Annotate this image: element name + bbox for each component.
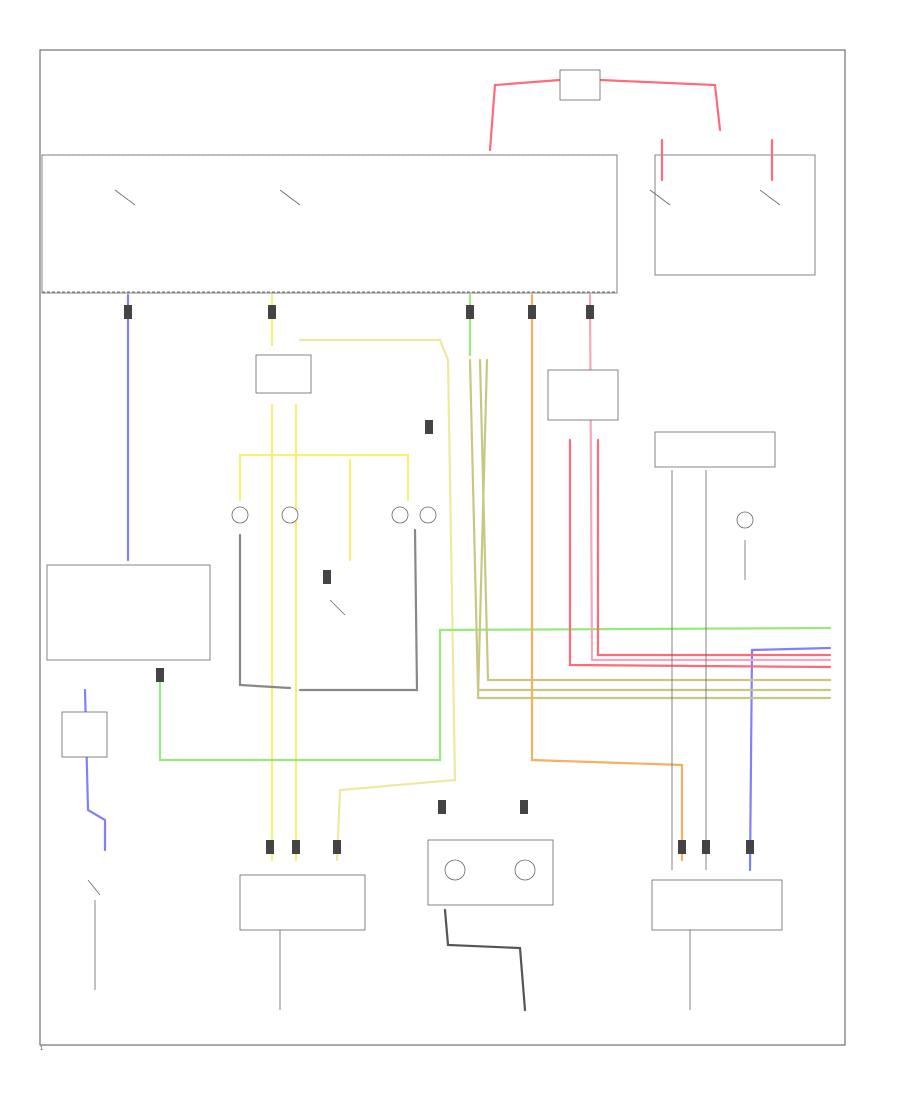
connector-group: [124, 305, 754, 854]
lamp-icon: [736, 511, 754, 529]
red-feed-wire: [488, 78, 722, 152]
fuse-box-top: [559, 69, 601, 101]
green-wire-bottom: [158, 626, 832, 762]
yellow-wire-arc: [298, 338, 457, 862]
ground-block-right: [654, 431, 776, 468]
grey-wire-lamp-1: [238, 533, 292, 690]
relay-left: [61, 711, 108, 758]
switch-icon: [759, 189, 781, 206]
diagram-frame: [39, 49, 846, 1046]
switch-icon: [87, 879, 101, 896]
lamp-icon: [391, 506, 409, 524]
lamp-icon: [514, 859, 536, 881]
control-module-right: [547, 369, 619, 421]
grey-wire-corner: [443, 908, 527, 1012]
switch-icon: [329, 599, 346, 616]
lamp-assembly-left: [239, 874, 366, 931]
red-wire-2: [568, 438, 832, 669]
page-number: 1: [40, 1046, 44, 1052]
upper-module-outline: [41, 154, 618, 294]
relay-center: [255, 354, 312, 394]
lamp-icon: [419, 506, 437, 524]
right-module-outline: [654, 154, 816, 276]
switch-icon: [114, 189, 136, 206]
red-wire-3: [596, 438, 832, 657]
grey-wire-lamp-2: [298, 528, 419, 692]
lamp-icon: [444, 859, 466, 881]
switch-icon: [279, 189, 301, 206]
orange-wire: [530, 293, 684, 862]
olive-wire-3: [476, 358, 832, 700]
body-module-box: [46, 564, 211, 661]
pink-wire-1: [588, 293, 832, 662]
switch-icon: [649, 189, 671, 206]
yellow-wire-lamps: [238, 453, 410, 502]
lamp-icon: [281, 506, 299, 524]
lamp-assembly-right: [651, 879, 783, 931]
lamp-icon: [231, 506, 249, 524]
blue-wire-right: [748, 646, 832, 872]
olive-wire-1: [468, 358, 832, 692]
olive-wire-2: [478, 358, 832, 682]
